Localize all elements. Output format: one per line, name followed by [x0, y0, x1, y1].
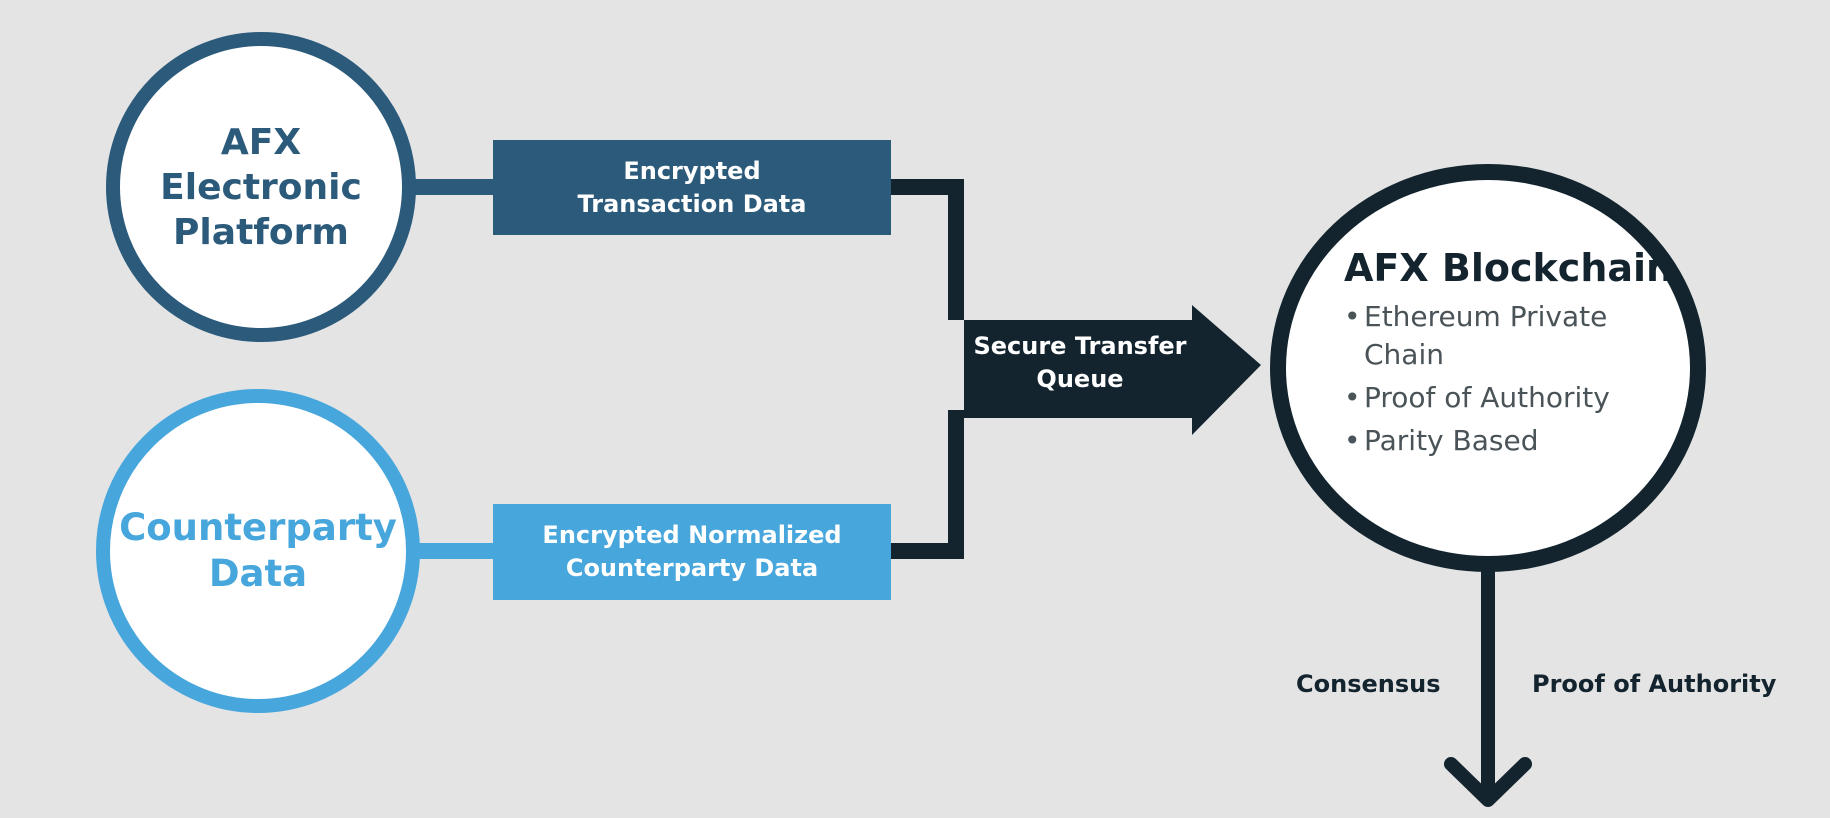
secure-transfer-queue-arrow: [964, 305, 1261, 435]
transaction-box-line: Encrypted: [623, 156, 761, 185]
blockchain-feature-item: Ethereum Private Chain: [1344, 298, 1654, 374]
proof-of-authority-label: Proof of Authority: [1532, 670, 1777, 698]
counterparty-box-line: Counterparty Data: [565, 554, 819, 582]
counterparty-data-node: Counterparty Data: [96, 389, 420, 713]
blockchain-feature-list: Ethereum Private Chain Proof of Authorit…: [1344, 298, 1654, 465]
queue-label-line: Secure Transfer: [973, 332, 1187, 360]
blockchain-title: AFX Blockchain: [1344, 246, 1674, 290]
counterparty-label: Counterparty Data: [119, 505, 397, 597]
counterparty-label-line: Counterparty: [119, 506, 397, 549]
afx-platform-label-line: Platform: [173, 211, 349, 253]
afx-electronic-platform-node: AFX Electronic Platform: [106, 32, 416, 342]
blockchain-feature-item: Proof of Authority: [1344, 379, 1654, 417]
transaction-to-queue-line: [889, 179, 964, 320]
down-arrow-icon: [1444, 757, 1532, 807]
secure-transfer-queue-label: Secure Transfer Queue: [960, 330, 1200, 396]
queue-label-line: Queue: [1036, 365, 1124, 393]
afx-platform-label-line: AFX: [220, 121, 302, 163]
encrypted-counterparty-data-box: Encrypted Normalized Counterparty Data: [493, 504, 891, 600]
afx-platform-label: AFX Electronic Platform: [160, 120, 362, 255]
consensus-label: Consensus: [1296, 670, 1441, 698]
transaction-box-line: Transaction Data: [577, 189, 807, 218]
counterparty-label-line: Data: [208, 552, 308, 595]
counterparty-box-line: Encrypted Normalized: [542, 521, 842, 549]
afx-blockchain-node: AFX Blockchain Ethereum Private Chain Pr…: [1270, 164, 1706, 572]
encrypted-transaction-data-box: Encrypted Transaction Data: [493, 140, 891, 235]
counterparty-to-queue-line: [889, 410, 964, 559]
afx-platform-label-line: Electronic: [160, 166, 362, 208]
blockchain-feature-item: Parity Based: [1344, 422, 1654, 460]
